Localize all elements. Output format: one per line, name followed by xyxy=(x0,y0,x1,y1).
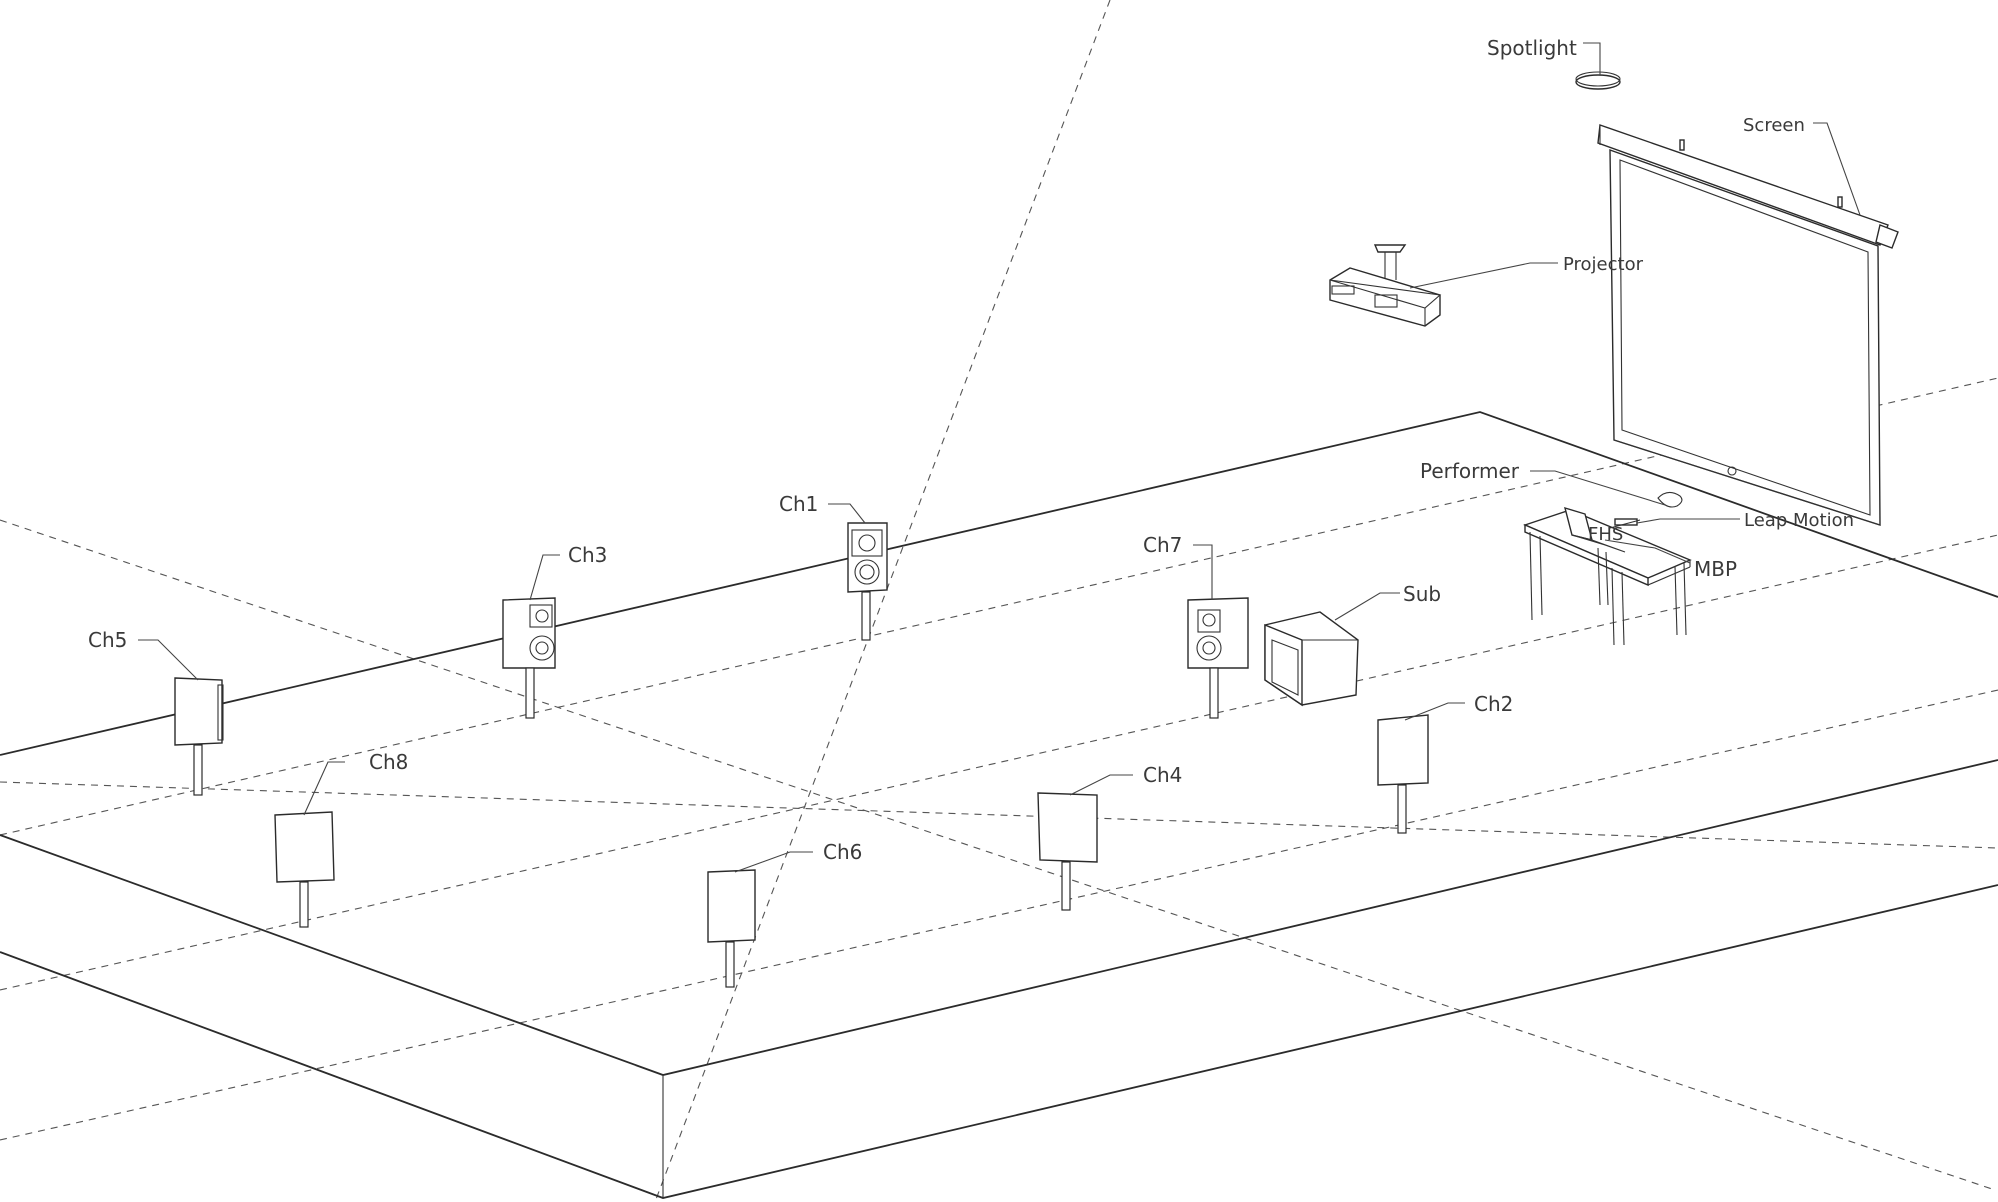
stage-platform xyxy=(0,411,1998,1199)
speaker-ch3 xyxy=(502,597,556,719)
speaker-ch2 xyxy=(1377,714,1429,834)
label-ch8: Ch8 xyxy=(369,750,408,774)
projector xyxy=(1329,244,1442,327)
label-sub: Sub xyxy=(1403,582,1441,606)
label-ch4: Ch4 xyxy=(1143,763,1182,787)
label-performer: Performer xyxy=(1420,459,1520,483)
label-ch3: Ch3 xyxy=(568,543,607,567)
guide-horizontal xyxy=(0,781,1998,849)
projection-screen xyxy=(1597,124,1899,526)
label-ch6: Ch6 xyxy=(823,840,862,864)
label-screen: Screen xyxy=(1743,115,1805,136)
guide-middle xyxy=(0,534,1998,991)
guide-lower xyxy=(0,689,1998,1141)
speaker-ch7 xyxy=(1187,597,1249,719)
label-ch5: Ch5 xyxy=(88,628,127,652)
leap-motion-device xyxy=(1609,491,1683,529)
leader-lines xyxy=(138,42,1861,873)
label-ch1: Ch1 xyxy=(779,492,818,516)
platform-bottom-edge xyxy=(0,884,1998,1199)
spotlight xyxy=(1575,71,1621,90)
label-mbp: MBP xyxy=(1694,557,1737,581)
label-leap-motion: Leap Motion xyxy=(1744,510,1854,531)
guide-diagonal-vertical xyxy=(654,0,1111,1202)
label-projector: Projector xyxy=(1563,254,1644,275)
speaker-ch6 xyxy=(707,869,756,988)
labels: Spotlight Screen Projector Performer Lea… xyxy=(88,36,1854,864)
subwoofer xyxy=(1264,611,1359,707)
label-ch2: Ch2 xyxy=(1474,692,1513,716)
speaker-ch5 xyxy=(174,677,224,796)
performer-table xyxy=(1523,506,1692,646)
speaker-ch4 xyxy=(1037,792,1098,911)
label-ch7: Ch7 xyxy=(1143,533,1182,557)
speaker-ch8 xyxy=(274,811,335,928)
label-spotlight: Spotlight xyxy=(1487,36,1577,60)
speaker-ch1 xyxy=(847,522,888,641)
platform-back-edge xyxy=(0,411,1998,756)
label-fhs: FHS xyxy=(1588,524,1623,545)
